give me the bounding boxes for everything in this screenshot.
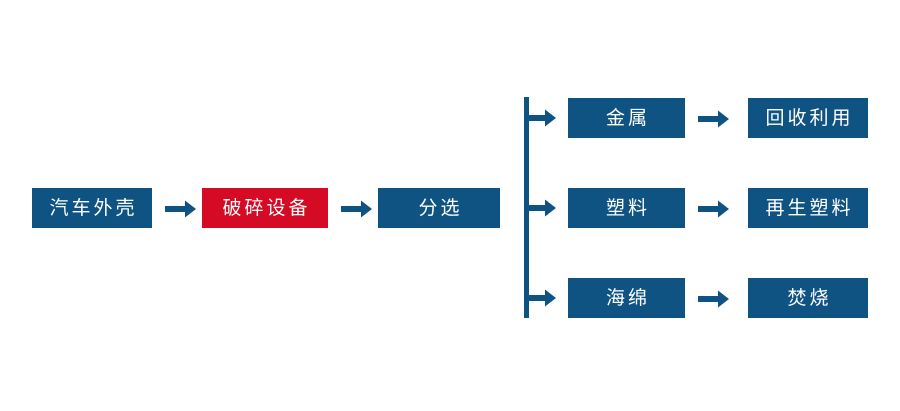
node-destination-incineration[interactable]: 焚烧 — [748, 278, 868, 318]
branch-arrow-right-icon-metal — [527, 107, 557, 129]
arrow-right-icon-sponge-to-incineration — [698, 288, 730, 310]
node-material-metal[interactable]: 金属 — [568, 98, 685, 138]
arrow-right-icon-crusher-to-sorting — [341, 198, 373, 220]
arrow-right-icon-plastic-to-recycled-plastic — [698, 198, 730, 220]
node-material-plastic[interactable]: 塑料 — [568, 188, 685, 228]
node-destination-recycled-plastic[interactable]: 再生塑料 — [748, 188, 868, 228]
branch-arrow-right-icon-sponge — [527, 287, 557, 309]
node-car-shell[interactable]: 汽车外壳 — [32, 188, 152, 228]
node-material-sponge[interactable]: 海绵 — [568, 278, 685, 318]
arrow-right-icon-metal-to-recycle — [698, 108, 730, 130]
arrow-right-icon-shell-to-crusher — [165, 198, 197, 220]
branch-arrow-right-icon-plastic — [527, 197, 557, 219]
node-crushing-equipment[interactable]: 破碎设备 — [202, 188, 328, 228]
branch-trunk-line — [524, 97, 529, 318]
node-destination-recycle[interactable]: 回收利用 — [748, 98, 868, 138]
node-sorting[interactable]: 分选 — [378, 188, 500, 228]
